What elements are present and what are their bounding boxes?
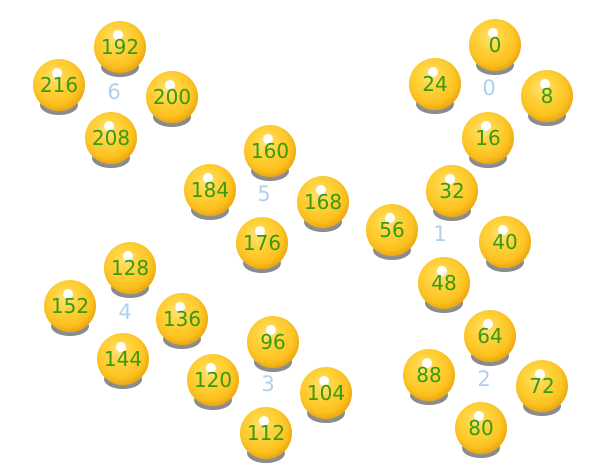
ball[interactable]: 168 xyxy=(295,174,351,240)
ball[interactable]: 120 xyxy=(185,352,241,418)
group-label: 5 xyxy=(257,182,271,206)
ball-number: 64 xyxy=(477,324,503,348)
ball-number: 80 xyxy=(468,416,494,440)
ball[interactable]: 88 xyxy=(401,347,457,413)
ball[interactable]: 64 xyxy=(462,308,518,374)
ball[interactable]: 16 xyxy=(460,110,516,176)
ball[interactable]: 80 xyxy=(453,400,509,466)
ball[interactable]: 96 xyxy=(245,314,301,380)
ball-number: 40 xyxy=(492,230,518,254)
ball[interactable]: 144 xyxy=(95,331,151,397)
group-label: 6 xyxy=(107,80,121,104)
ball[interactable]: 216 xyxy=(31,57,87,123)
ball-number: 208 xyxy=(91,126,131,150)
ball-number: 32 xyxy=(439,179,465,203)
ball-number: 216 xyxy=(39,73,79,97)
group-label: 2 xyxy=(477,367,491,391)
ball[interactable]: 104 xyxy=(298,365,354,431)
ball-number: 16 xyxy=(475,126,501,150)
ball-number: 152 xyxy=(50,294,90,318)
ball-number: 128 xyxy=(110,256,150,280)
ball-number: 184 xyxy=(190,178,230,202)
ball[interactable]: 128 xyxy=(102,240,158,306)
ball-number: 120 xyxy=(193,368,233,392)
ball[interactable]: 160 xyxy=(242,123,298,189)
ball[interactable]: 184 xyxy=(182,162,238,228)
ball[interactable]: 192 xyxy=(92,19,148,85)
ball[interactable]: 8 xyxy=(519,68,575,134)
ball-number: 0 xyxy=(488,33,502,57)
ball-number: 200 xyxy=(152,85,192,109)
ball[interactable]: 48 xyxy=(416,255,472,321)
ball-number: 168 xyxy=(303,190,343,214)
ball-number: 72 xyxy=(529,374,555,398)
ball-number: 56 xyxy=(379,218,405,242)
ball-number: 8 xyxy=(540,84,554,108)
ball-number: 48 xyxy=(431,271,457,295)
ball-number: 176 xyxy=(242,231,282,255)
ball[interactable]: 24 xyxy=(407,56,463,122)
ball[interactable]: 56 xyxy=(364,202,420,268)
ball-number: 136 xyxy=(162,307,202,331)
ball[interactable]: 200 xyxy=(144,69,200,135)
ball[interactable]: 176 xyxy=(234,215,290,281)
ball[interactable]: 152 xyxy=(42,278,98,344)
group-label: 3 xyxy=(261,372,275,396)
ball[interactable]: 40 xyxy=(477,214,533,280)
ball[interactable]: 32 xyxy=(424,163,480,229)
ball[interactable]: 136 xyxy=(154,291,210,357)
group-label: 4 xyxy=(118,300,132,324)
ball-number: 112 xyxy=(246,421,286,445)
ball-number: 88 xyxy=(416,363,442,387)
ball-number: 104 xyxy=(306,381,346,405)
ball-number: 192 xyxy=(100,35,140,59)
ball-number: 160 xyxy=(250,139,290,163)
ball[interactable]: 0 xyxy=(467,17,523,83)
group-label: 0 xyxy=(482,76,496,100)
group-label: 1 xyxy=(433,222,447,246)
ball-number: 24 xyxy=(422,72,448,96)
ball[interactable]: 112 xyxy=(238,405,294,471)
ball-number: 96 xyxy=(260,330,286,354)
ball-number: 144 xyxy=(103,347,143,371)
ball[interactable]: 208 xyxy=(83,110,139,176)
ball[interactable]: 72 xyxy=(514,358,570,424)
